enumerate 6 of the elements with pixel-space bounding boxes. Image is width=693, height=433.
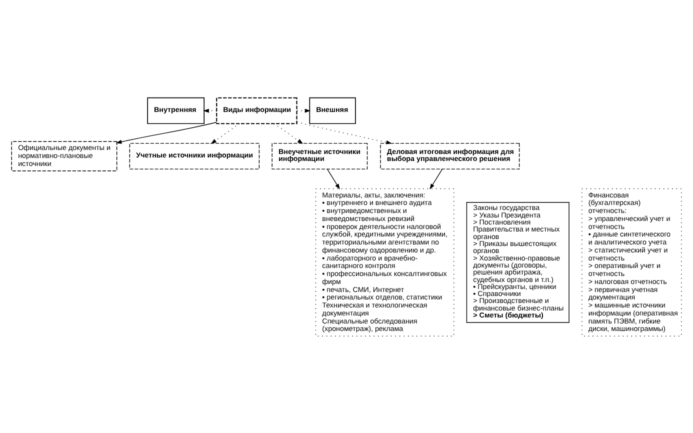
arrow bbox=[430, 168, 443, 190]
arrow bbox=[210, 122, 240, 144]
arrow bbox=[274, 122, 304, 144]
arrow bbox=[116, 121, 217, 144]
arrow bbox=[296, 121, 392, 144]
arrow bbox=[326, 168, 340, 190]
